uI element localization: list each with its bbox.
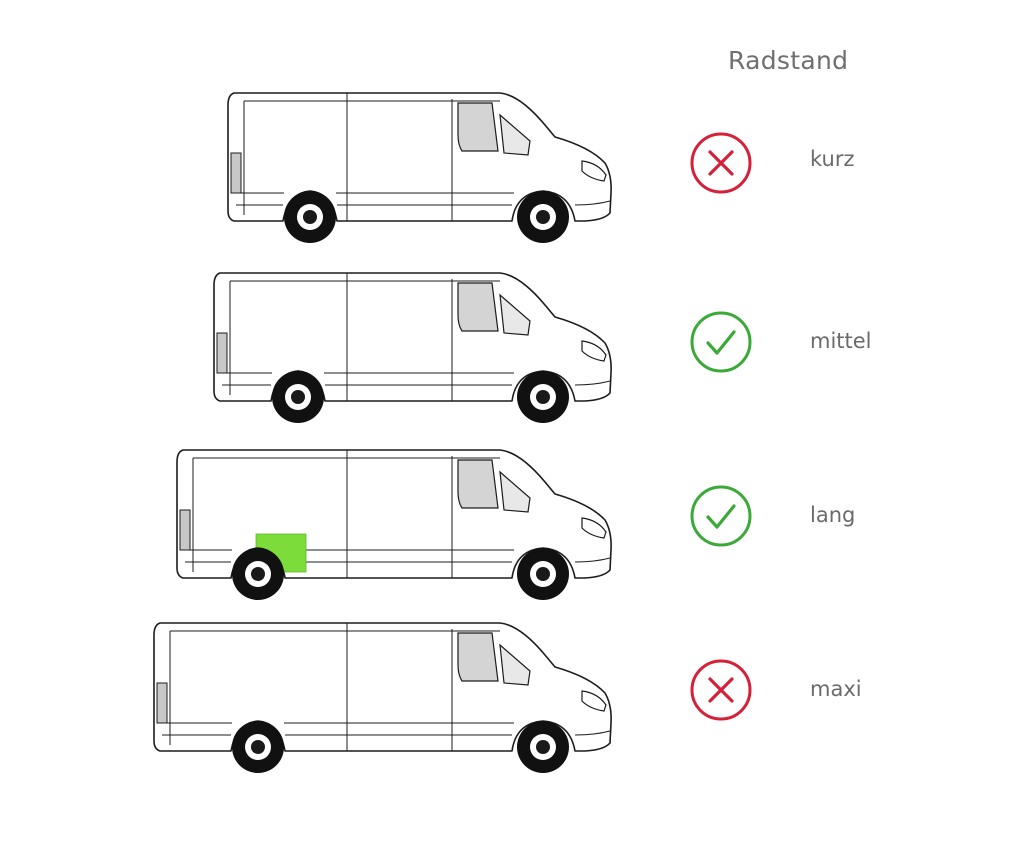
van-short-wheelbase bbox=[227, 92, 612, 243]
van-headlight bbox=[581, 690, 607, 712]
van-rear-wheel-hub bbox=[251, 740, 265, 754]
check-mark bbox=[706, 504, 736, 529]
cross-mark bbox=[708, 677, 734, 703]
van-bumper-line bbox=[574, 730, 611, 736]
wheelbase-label-kurz: kurz bbox=[810, 147, 855, 171]
check-mark bbox=[706, 330, 736, 355]
van-front-wheel-hub bbox=[536, 390, 550, 404]
van-maxi-wheelbase bbox=[153, 622, 612, 773]
van-cab-window bbox=[457, 282, 499, 332]
van-headlight bbox=[581, 340, 607, 362]
van-headlight bbox=[581, 517, 607, 539]
van-cab-window bbox=[457, 632, 499, 682]
van-rear-wheel-hub bbox=[303, 210, 317, 224]
status-ring bbox=[690, 485, 752, 547]
check-circle-icon bbox=[690, 311, 752, 373]
van-bumper-line bbox=[574, 380, 611, 386]
van-front-wheel-hub bbox=[536, 567, 550, 581]
wheelbase-label-maxi: maxi bbox=[810, 677, 862, 701]
status-ring bbox=[690, 311, 752, 373]
van-windshield bbox=[499, 113, 531, 156]
x-circle-icon bbox=[690, 132, 752, 194]
wheelbase-comparison: Radstand kurz mittel lang maxi bbox=[153, 46, 872, 773]
van-windshield bbox=[499, 643, 531, 686]
van-long-wheelbase bbox=[176, 449, 612, 600]
van-rear-light bbox=[230, 152, 242, 194]
cross-mark bbox=[708, 150, 734, 176]
wheelbase-heading: Radstand bbox=[728, 46, 849, 75]
van-bumper-line bbox=[574, 200, 611, 206]
check-circle-icon bbox=[690, 485, 752, 547]
status-ring bbox=[690, 659, 752, 721]
van-front-wheel-hub bbox=[536, 210, 550, 224]
van-rear-wheel-hub bbox=[251, 567, 265, 581]
van-bumper-line bbox=[574, 557, 611, 563]
x-circle-icon bbox=[690, 659, 752, 721]
van-front-wheel-hub bbox=[536, 740, 550, 754]
van-rear-wheel-hub bbox=[291, 390, 305, 404]
van-cab-window bbox=[457, 459, 499, 509]
wheelbase-label-lang: lang bbox=[810, 503, 856, 527]
van-windshield bbox=[499, 293, 531, 336]
van-rear-light bbox=[156, 682, 168, 724]
wheelbase-label-mittel: mittel bbox=[810, 329, 872, 353]
van-windshield bbox=[499, 470, 531, 513]
van-rear-light bbox=[179, 509, 191, 551]
status-ring bbox=[690, 132, 752, 194]
van-cab-window bbox=[457, 102, 499, 152]
van-headlight bbox=[581, 160, 607, 182]
van-rear-light bbox=[216, 332, 228, 374]
van-medium-wheelbase bbox=[213, 272, 612, 423]
